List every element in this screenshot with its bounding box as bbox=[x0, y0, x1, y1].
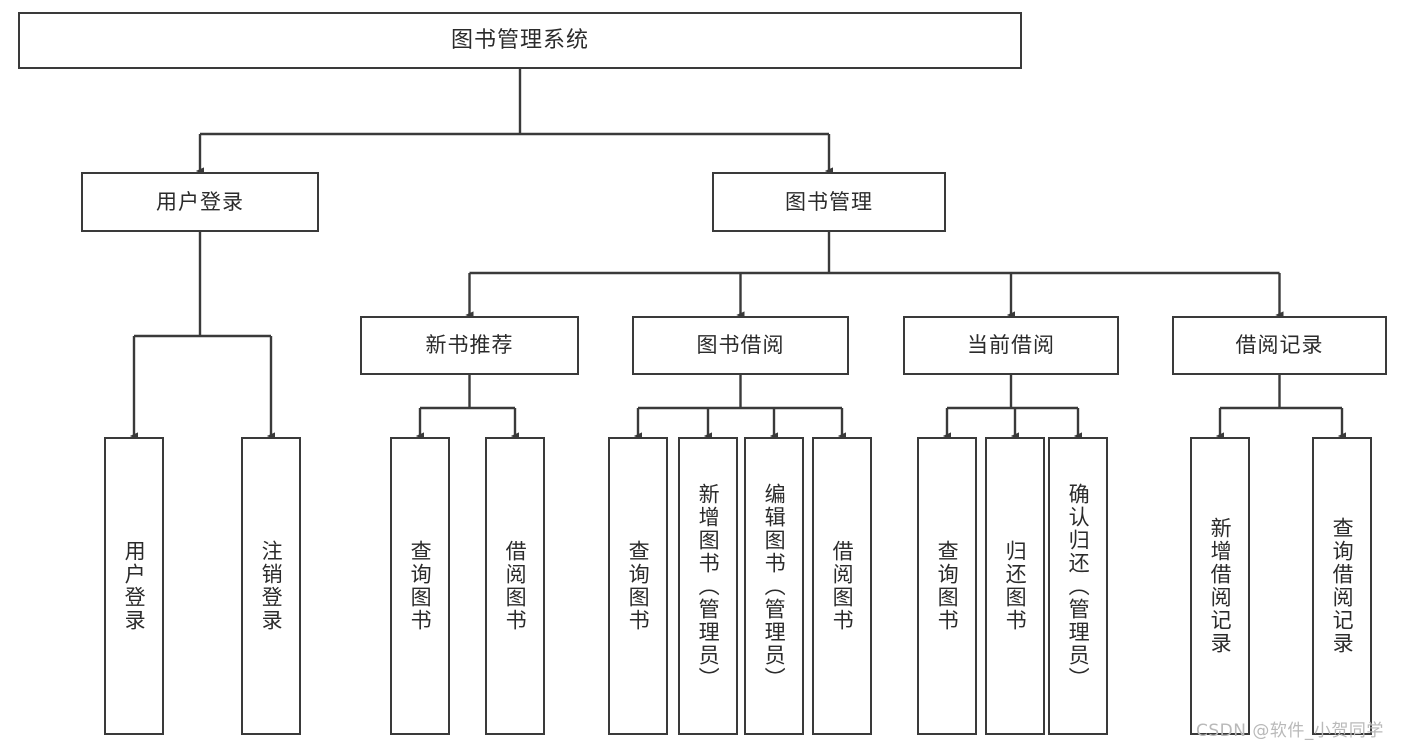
node-label: 借阅图书 bbox=[830, 540, 855, 632]
node-leaf-user-login[interactable]: 用户登录 bbox=[104, 437, 164, 735]
connector-lines bbox=[129, 69, 1347, 440]
node-label: 图书管理系统 bbox=[450, 27, 589, 53]
node-label: 用户登录 bbox=[122, 540, 147, 632]
node-label: 查询图书 bbox=[935, 540, 960, 632]
node-leaf-br-query[interactable]: 查询借阅记录 bbox=[1312, 437, 1372, 735]
node-leaf-cb-return[interactable]: 归还图书 bbox=[985, 437, 1045, 735]
node-label: 确认归还（管理员） bbox=[1066, 482, 1091, 690]
node-label: 新增图书（管理员） bbox=[696, 482, 721, 690]
node-leaf-user-logout[interactable]: 注销登录 bbox=[241, 437, 301, 735]
node-leaf-bb-borrow[interactable]: 借阅图书 bbox=[812, 437, 872, 735]
node-current-borrow[interactable]: 当前借阅 bbox=[903, 316, 1119, 375]
node-leaf-bb-edit[interactable]: 编辑图书（管理员） bbox=[744, 437, 804, 735]
node-label: 用户登录 bbox=[156, 189, 244, 214]
node-label: 注销登录 bbox=[259, 540, 284, 632]
node-new-book-rec[interactable]: 新书推荐 bbox=[360, 316, 579, 375]
node-label: 编辑图书（管理员） bbox=[762, 482, 787, 690]
node-label: 查询借阅记录 bbox=[1330, 517, 1355, 655]
node-leaf-cb-confirm[interactable]: 确认归还（管理员） bbox=[1048, 437, 1108, 735]
node-label: 图书管理 bbox=[785, 189, 873, 214]
node-label: 新书推荐 bbox=[425, 333, 514, 358]
node-label: 借阅图书 bbox=[503, 540, 528, 632]
node-borrow-record[interactable]: 借阅记录 bbox=[1172, 316, 1387, 375]
node-book-manage[interactable]: 图书管理 bbox=[712, 172, 946, 232]
node-label: 图书借阅 bbox=[696, 333, 785, 358]
node-leaf-bb-query[interactable]: 查询图书 bbox=[608, 437, 668, 735]
node-leaf-cb-query[interactable]: 查询图书 bbox=[917, 437, 977, 735]
node-label: 借阅记录 bbox=[1235, 333, 1324, 358]
node-label: 新增借阅记录 bbox=[1208, 517, 1233, 655]
node-label: 查询图书 bbox=[626, 540, 651, 632]
node-leaf-br-add[interactable]: 新增借阅记录 bbox=[1190, 437, 1250, 735]
node-leaf-bb-add[interactable]: 新增图书（管理员） bbox=[678, 437, 738, 735]
node-leaf-rec-borrow[interactable]: 借阅图书 bbox=[485, 437, 545, 735]
node-label: 当前借阅 bbox=[967, 333, 1055, 358]
node-user-login[interactable]: 用户登录 bbox=[81, 172, 319, 232]
node-book-borrow[interactable]: 图书借阅 bbox=[632, 316, 849, 375]
csdn-watermark: CSDN @软件_小贺同学 bbox=[1196, 721, 1384, 741]
node-leaf-rec-query[interactable]: 查询图书 bbox=[390, 437, 450, 735]
node-label: 查询图书 bbox=[408, 540, 433, 632]
node-root[interactable]: 图书管理系统 bbox=[18, 12, 1022, 69]
node-label: 归还图书 bbox=[1003, 540, 1028, 632]
